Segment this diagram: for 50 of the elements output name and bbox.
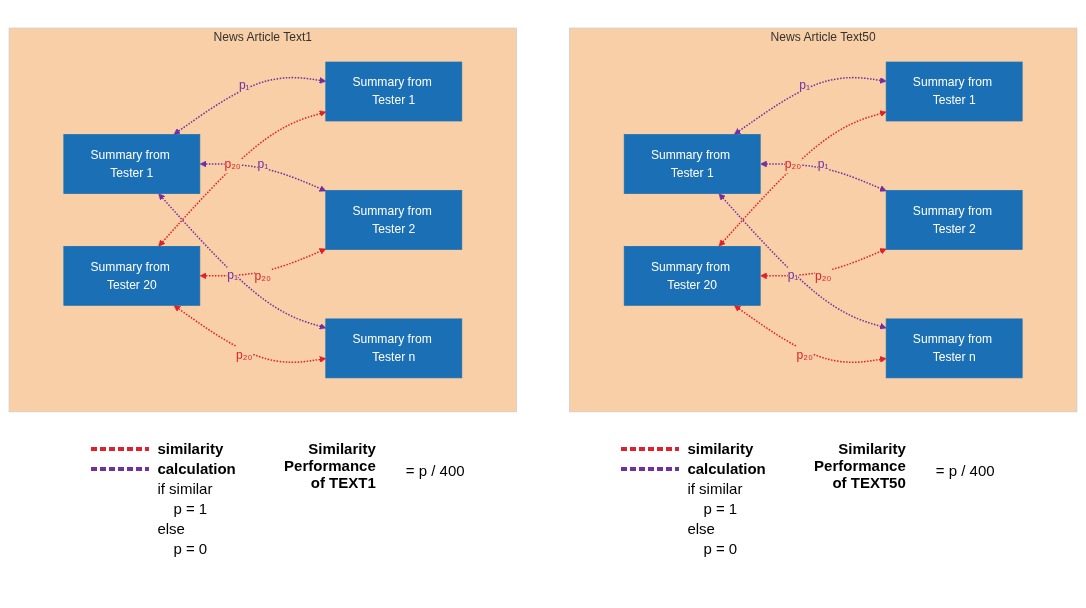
- arrow: [199, 160, 327, 192]
- edge-label: p₁: [817, 157, 829, 171]
- rule-note: p = 0: [702, 540, 739, 557]
- arrow: [718, 193, 887, 330]
- node-box: Summary from Tester 1: [63, 134, 201, 194]
- legend-text: similarity: [157, 440, 224, 457]
- node-box: Summary from Tester 20: [623, 246, 761, 306]
- legend-text: calculation: [157, 460, 236, 477]
- edge-label: p₂₀: [236, 348, 253, 362]
- arrow: [173, 305, 327, 364]
- formula-label: Similarity Performance of TEXT1: [283, 440, 376, 491]
- rule-note: if similar: [687, 480, 744, 497]
- node-box: Summary from Tester 1: [885, 61, 1023, 122]
- node-box: Summary from Tester n: [325, 318, 463, 379]
- arrow: [199, 248, 327, 280]
- legend-text: calculation: [687, 460, 766, 477]
- edge-label: p₂₀: [254, 269, 272, 282]
- node-box: Summary from Tester 2: [885, 190, 1023, 250]
- rule-note: if similar: [157, 480, 214, 497]
- edge-label: p₁: [799, 78, 811, 91]
- node-box: Summary from Tester 20: [63, 246, 201, 306]
- edge-label: p₁: [227, 268, 239, 282]
- node-box: Summary from Tester 1: [325, 61, 463, 122]
- arrow: [734, 76, 887, 135]
- edge-label: p₁: [787, 268, 799, 282]
- legend-text: similarity: [687, 440, 754, 457]
- edge-label: p₂₀: [784, 157, 802, 171]
- rule-note: p = 0: [172, 540, 209, 557]
- edge-label: p₁: [238, 78, 250, 91]
- arrow: [173, 76, 327, 135]
- formula-value: = p / 400: [405, 462, 465, 479]
- arrow: [158, 110, 327, 247]
- edge-label: p₂₀: [224, 157, 241, 171]
- node-box: Summary from Tester n: [885, 318, 1023, 379]
- rule-note: else: [157, 520, 186, 537]
- arrow: [158, 193, 327, 330]
- arrow: [760, 160, 887, 192]
- formula-label: Similarity Performance of TEXT50: [813, 440, 906, 491]
- arrow: [718, 110, 887, 247]
- formula-value: = p / 400: [935, 462, 995, 479]
- arrow: [760, 248, 887, 280]
- rule-note: p = 1: [702, 500, 739, 517]
- node-box: Summary from Tester 1: [623, 134, 761, 194]
- edge-label: p₁: [257, 157, 269, 171]
- rule-note: p = 1: [172, 500, 209, 517]
- edge-label: p₂₀: [796, 348, 813, 362]
- edge-label: p₂₀: [814, 269, 832, 282]
- node-box: Summary from Tester 2: [325, 190, 463, 250]
- rule-note: else: [687, 520, 716, 537]
- arrow: [734, 305, 887, 364]
